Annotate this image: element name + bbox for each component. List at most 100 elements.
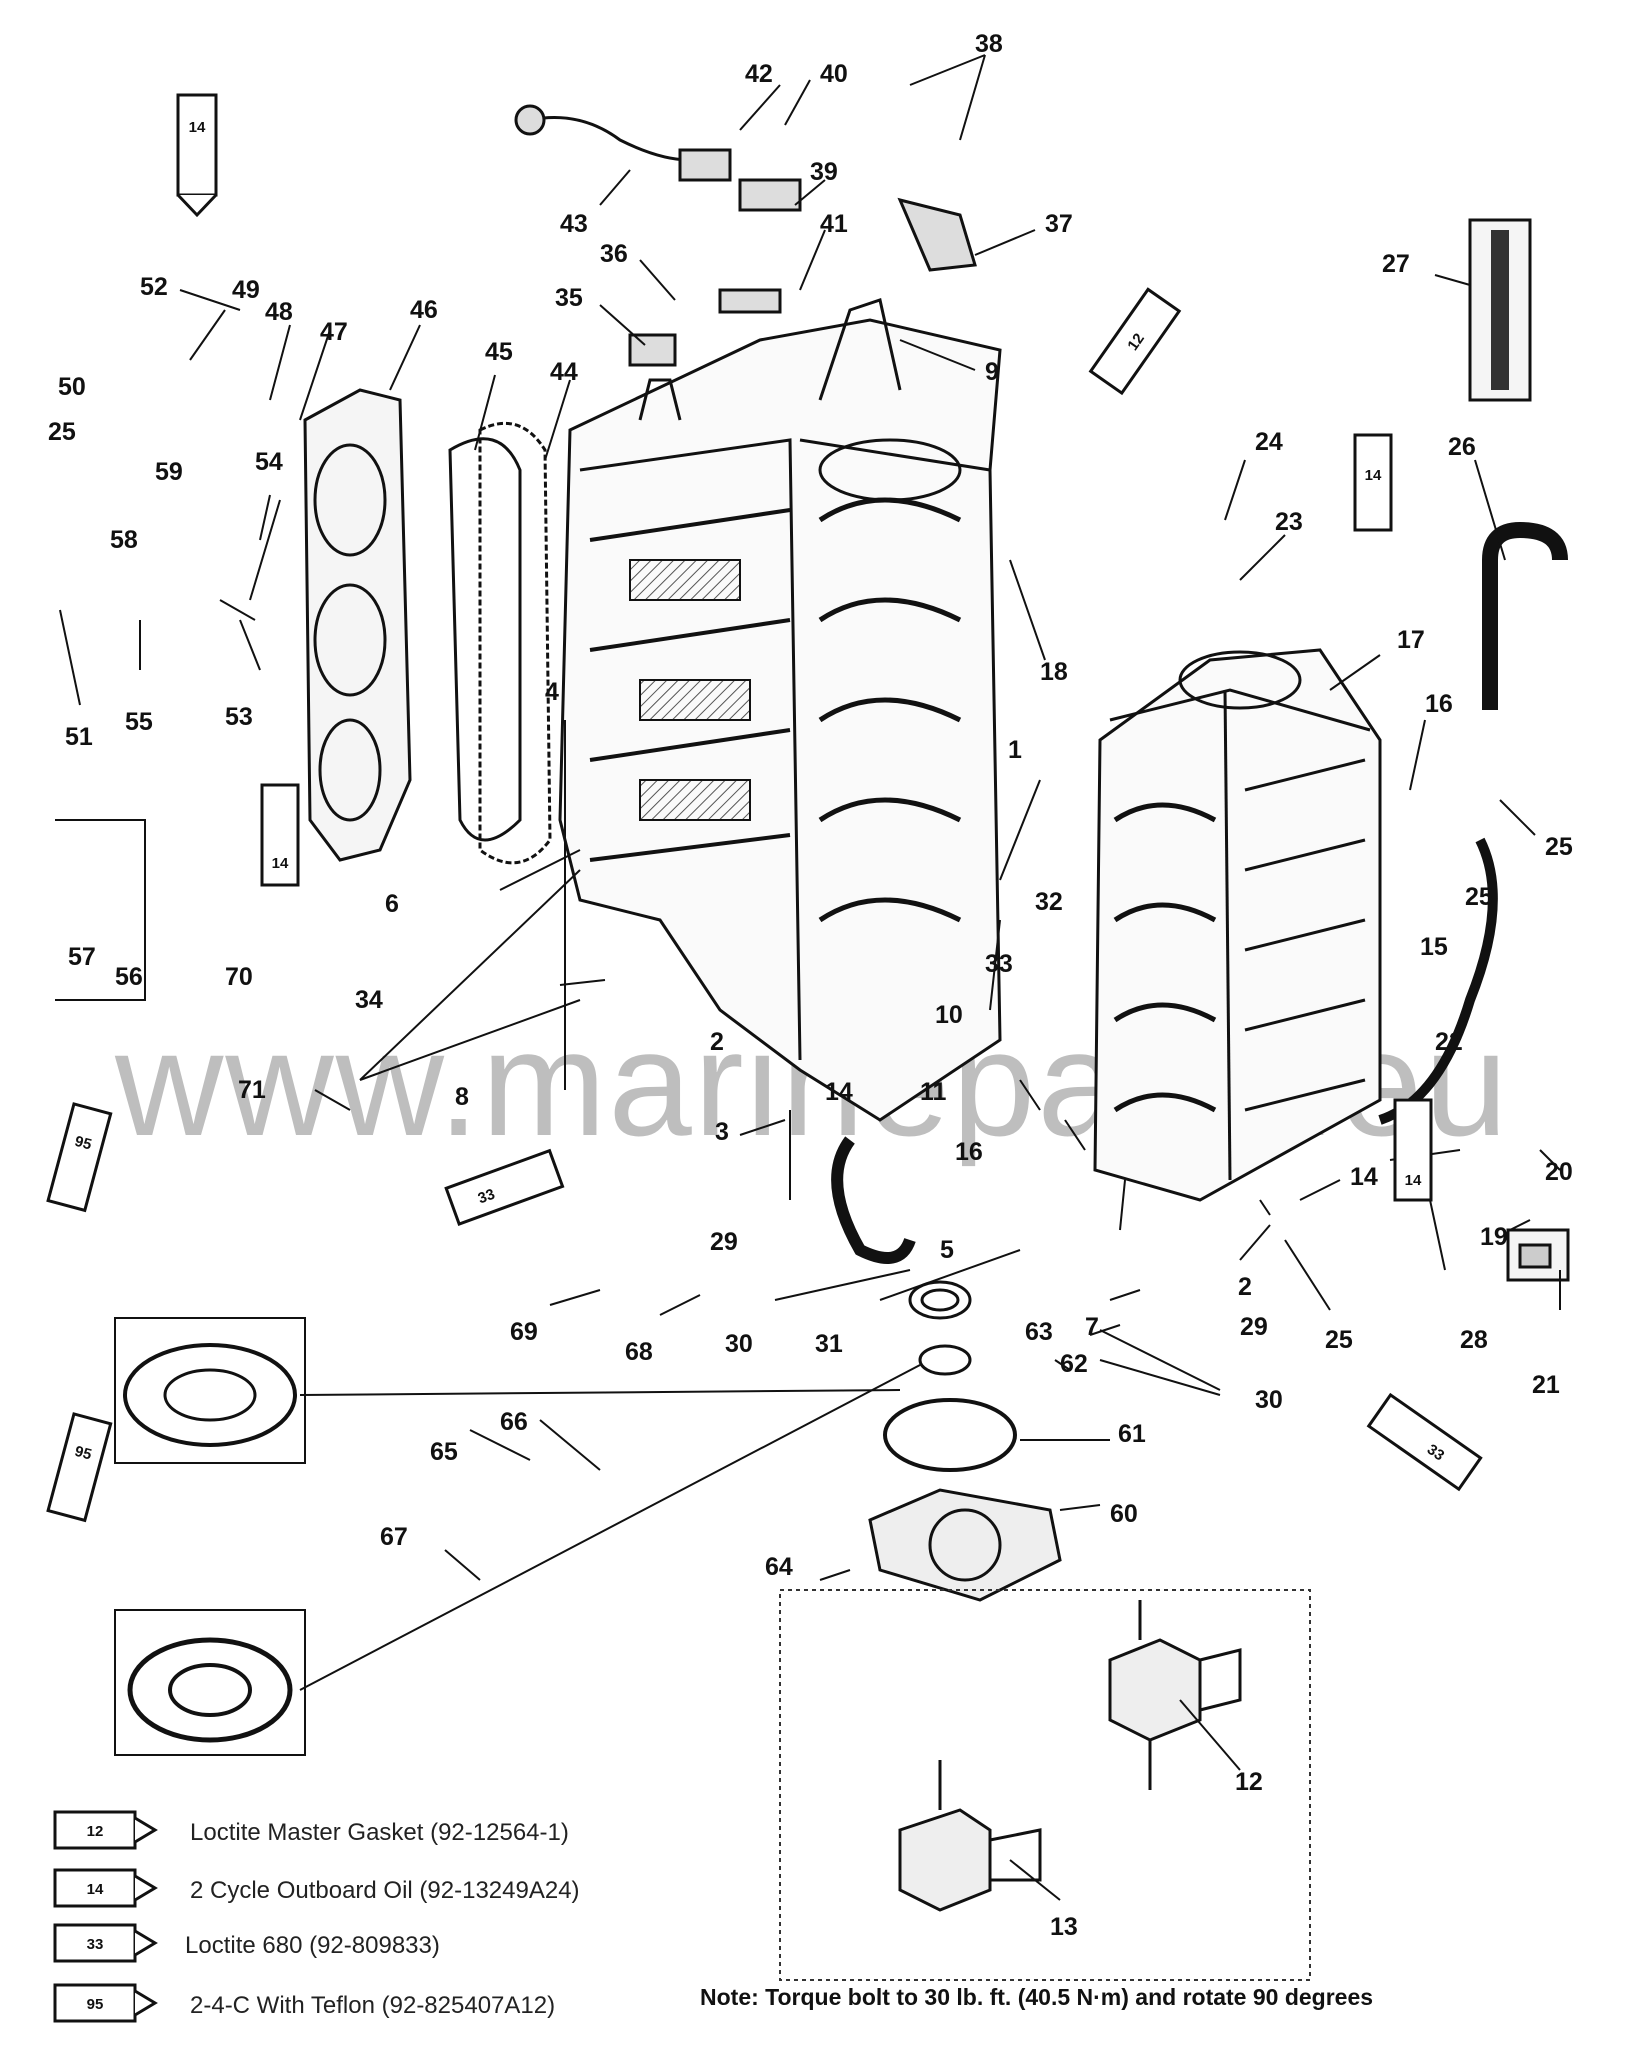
sealant-tube-top-left: 14 — [176, 93, 218, 218]
callout: 2 — [1238, 1273, 1252, 1301]
callout: 24 — [1255, 428, 1283, 456]
tube-code-label: 14 — [189, 119, 206, 136]
callout: 37 — [1045, 210, 1073, 238]
callout: 38 — [975, 30, 1003, 58]
callout: 52 — [140, 273, 168, 301]
callout: 7 — [1085, 1313, 1099, 1341]
callout: 33 — [985, 950, 1013, 978]
callout: 40 — [820, 60, 848, 88]
legend-text: Loctite Master Gasket (92-12564-1) — [190, 1819, 569, 1846]
leader-lines — [59, 54, 1561, 1901]
callout: 19 — [1480, 1223, 1508, 1251]
callout: 14 — [1350, 1163, 1378, 1191]
callout: 29 — [1240, 1313, 1268, 1341]
tube-code-label: 33 — [1424, 1441, 1447, 1464]
callout: 62 — [1060, 1350, 1088, 1378]
callout: 71 — [238, 1076, 266, 1104]
callout: 27 — [1382, 250, 1410, 278]
callout: 25 — [1465, 883, 1493, 911]
callout: 15 — [1420, 933, 1448, 961]
tube-code-label: 12 — [1124, 330, 1147, 353]
callout: 23 — [1275, 508, 1303, 536]
callout: 50 — [58, 373, 86, 401]
callout: 4 — [545, 678, 559, 706]
legend-code: 14 — [87, 1881, 104, 1898]
seals-and-bottom-plate — [868, 1280, 1062, 1602]
bearing-inset-2 — [114, 1609, 306, 1756]
callout: 64 — [765, 1553, 793, 1581]
legend-code: 95 — [87, 1996, 104, 2013]
callout: 16 — [955, 1138, 983, 1166]
callout: 30 — [1255, 1386, 1283, 1414]
callout: 48 — [265, 298, 293, 326]
tube-code-label: 14 — [1405, 1172, 1422, 1189]
callout: 30 — [725, 1330, 753, 1358]
callout: 54 — [255, 448, 283, 476]
callout: 41 — [820, 210, 848, 238]
callout: 25 — [1325, 1326, 1353, 1354]
inset-56-57 — [55, 819, 146, 1001]
callout: 9 — [985, 358, 999, 386]
sealant-tube-14-right: 14 — [1353, 433, 1393, 532]
legend-text: 2-4-C With Teflon (92-825407A12) — [190, 1992, 555, 2019]
callout: 29 — [710, 1228, 738, 1256]
callout: 32 — [1035, 888, 1063, 916]
callout: 18 — [1040, 658, 1068, 686]
sensor-assembly-top — [514, 104, 977, 367]
legend-item: 33 Loctite 680 (92-809833) — [53, 1923, 440, 1963]
callout: 11 — [920, 1078, 947, 1106]
callout: 28 — [1460, 1326, 1488, 1354]
callout: 17 — [1397, 626, 1425, 654]
callout: 1 — [1008, 736, 1022, 764]
bearing-inset-1 — [114, 1317, 306, 1464]
callout: 45 — [485, 338, 513, 366]
callout: 44 — [550, 358, 578, 386]
callout: 63 — [1025, 1318, 1053, 1346]
callout: 59 — [155, 458, 183, 486]
crankcase-cover-right — [1093, 648, 1382, 1202]
callout: 56 — [115, 963, 143, 991]
fitting-assemblies — [898, 1600, 1242, 1912]
tube-code-label: 14 — [1365, 467, 1382, 484]
callout: 6 — [385, 890, 399, 918]
callout: 43 — [560, 210, 588, 238]
callout: 14 — [825, 1078, 853, 1106]
callout: 21 — [1532, 1371, 1560, 1399]
sealant-tube-14-right-lower: 14 — [1393, 1098, 1433, 1202]
cylinder-block-left — [558, 298, 1002, 1122]
callout: 20 — [1545, 1158, 1573, 1186]
tube-code-label: 95 — [73, 1133, 94, 1154]
callout: 10 — [935, 1001, 963, 1029]
legend-text: 2 Cycle Outboard Oil (92-13249A24) — [190, 1877, 580, 1904]
callout: 36 — [600, 240, 628, 268]
callout: 65 — [430, 1438, 458, 1466]
sealant-tube-14-bottom-left: 14 — [260, 783, 300, 887]
legend-item: 14 2 Cycle Outboard Oil (92-13249A24) — [53, 1868, 580, 1908]
tube-code-label: 95 — [73, 1443, 94, 1464]
exhaust-cover — [303, 388, 412, 862]
sealant-tube-33-right: 33 — [1366, 1392, 1483, 1492]
callout: 69 — [510, 1318, 538, 1346]
callout: 47 — [320, 318, 348, 346]
callout: 57 — [68, 943, 96, 971]
callout: 25 — [48, 418, 76, 446]
callout: 35 — [555, 284, 583, 312]
legend-code: 12 — [87, 1823, 104, 1840]
torque-note-inset — [779, 1589, 1311, 1981]
callout: 16 — [1425, 690, 1453, 718]
legend: 12 Loctite Master Gasket (92-12564-1) 14… — [53, 1810, 580, 2023]
callout: 55 — [125, 708, 153, 736]
callout: 26 — [1448, 433, 1476, 461]
callout: 34 — [355, 986, 383, 1014]
gaskets — [448, 421, 552, 865]
torque-note: Note: Torque bolt to 30 lb. ft. (40.5 N·… — [700, 1984, 1373, 2010]
sealant-tube-12: 12 — [1088, 287, 1182, 396]
tube-code-label: 14 — [272, 855, 289, 872]
callout: 61 — [1118, 1420, 1146, 1448]
legend-code: 33 — [87, 1936, 104, 1953]
sealant-tube-95-lower: 95 — [46, 1412, 113, 1523]
callout: 70 — [225, 963, 253, 991]
callout: 42 — [745, 60, 773, 88]
callout: 31 — [815, 1330, 843, 1358]
